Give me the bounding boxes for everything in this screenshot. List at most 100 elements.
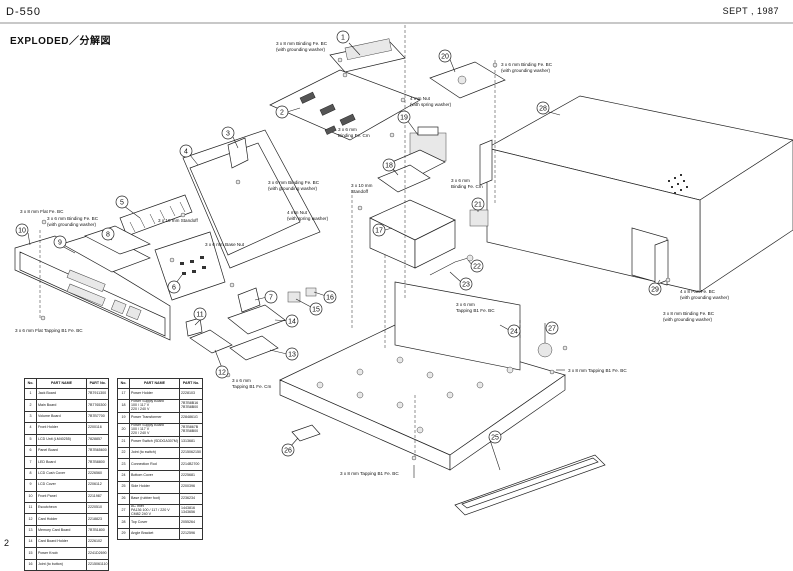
svg-text:5: 5 — [120, 200, 124, 207]
svg-text:8: 8 — [106, 232, 110, 239]
ac-inlet-drawing — [537, 342, 553, 358]
row-part-no: 7B7765300 — [85, 399, 110, 412]
part-number-circle-17: 17 — [372, 223, 386, 237]
volume-board-drawing — [227, 137, 249, 169]
callout-binding-screw-1-note: (with grounding washer) — [276, 47, 325, 52]
row-no: 1 — [24, 387, 37, 401]
part-number-circle-24: 24 — [507, 324, 521, 338]
row-no: 25 — [117, 481, 130, 494]
svg-text:12: 12 — [218, 370, 226, 377]
part-number-circle-5: 5 — [115, 195, 129, 209]
row-part-name: Volume Board — [36, 410, 87, 424]
row-part-no: 7B7911300 — [85, 387, 110, 401]
svg-text:11: 11 — [196, 312, 203, 319]
card-board-holder-drawing — [227, 304, 286, 335]
card-holder-drawing — [189, 329, 233, 354]
part-number-circle-15: 15 — [309, 302, 323, 316]
callout-binding-cm-1: 3 x 6 mm — [338, 127, 357, 132]
callout-binding-screw-3: 3 x 6 mm Binding Fe. BC — [268, 180, 320, 185]
callout-binding-screw-4-note: (with grounding washer) — [47, 222, 96, 227]
row-no: 19 — [117, 411, 130, 425]
rubber-foot-drawing — [291, 424, 321, 442]
row-no: 3 — [24, 410, 37, 424]
row-part-no: 7B7B1800 — [85, 524, 110, 538]
table-header-row: No. PART NAME PART No. — [24, 378, 110, 389]
callout-pan-screw: 4 x 8 Pan Fe. BC — [680, 289, 716, 294]
row-part-no: 2226102 — [85, 536, 110, 549]
main-board-drawing — [269, 69, 421, 141]
power-supply-board-18-drawing — [377, 164, 431, 193]
row-part-name: Front Holder — [36, 422, 87, 435]
callout-tapping-bc-1-note: Tapping B1 Fe. BC — [456, 308, 495, 313]
row-part-name: Power Switch (SDDGA307M) — [129, 435, 180, 448]
row-part-no: 2206112 — [85, 479, 110, 492]
svg-text:24: 24 — [510, 329, 518, 336]
front-panel-drawing — [14, 235, 171, 341]
callout-flat-tapping: 3 x 6 mm Flat Tapping B1 Fe. BC — [15, 328, 83, 333]
top-cover-drawing — [479, 95, 793, 293]
callout-binding-screw-5: 3 x 8 mm Binding Fe. BC — [663, 311, 715, 316]
callout-nut-2: 4 mm Nut — [287, 210, 308, 215]
callout-standoff-2: 3 x 10 mm Standoff — [158, 218, 198, 223]
svg-text:15: 15 — [312, 307, 320, 314]
row-part-no: 2220510 — [85, 501, 110, 515]
svg-text:3: 3 — [226, 131, 230, 138]
row-part-name: Side Holder — [129, 481, 180, 494]
col-part-name: PART NAME — [129, 378, 180, 389]
callout-standoff-1-note: Standoff — [351, 189, 369, 194]
svg-text:9: 9 — [58, 240, 62, 247]
row-part-name: Main Board — [36, 399, 87, 412]
callout-binding-screw-4: 3 x 6 mm Binding Fe. BC — [47, 216, 99, 221]
col-no: No. — [117, 378, 130, 389]
part-number-circle-13: 13 — [285, 347, 299, 361]
svg-text:28: 28 — [539, 106, 547, 113]
part-number-circle-28: 28 — [536, 101, 550, 115]
row-part-name: Escutcheon — [36, 501, 87, 515]
callout-binding-screw-1: 3 x 8 mm Binding Fe. BC — [276, 41, 328, 46]
memory-card-board-drawing — [229, 335, 279, 361]
row-no: 12 — [24, 513, 37, 526]
row-part-no: 2215062150 — [179, 446, 203, 460]
row-part-name: LED Board — [36, 456, 87, 469]
led-board-drawing — [237, 287, 261, 313]
part-number-circle-22: 22 — [470, 259, 484, 273]
callout-tapping-cm: 3 x 6 mm — [232, 378, 251, 383]
row-part-no: 2236234 — [179, 492, 203, 505]
part-number-circle-23: 23 — [459, 277, 473, 291]
row-no: 9 — [24, 479, 37, 492]
row-part-name: Jack Board — [36, 387, 87, 401]
row-no: 18 — [117, 399, 130, 413]
part-number-circle-18: 18 — [382, 158, 396, 172]
svg-text:14: 14 — [288, 319, 296, 326]
row-part-no: 7828857 — [85, 433, 110, 446]
connection-rod-drawing — [429, 257, 469, 276]
row-part-name: Panel Board — [36, 444, 87, 458]
row-no: 2 — [24, 399, 37, 412]
row-part-no: 2241D2690 — [85, 547, 110, 560]
part-number-circle-19: 19 — [397, 110, 411, 124]
svg-text:29: 29 — [651, 287, 659, 294]
page-title: EXPLODED／分解図 — [10, 36, 112, 47]
svg-text:18: 18 — [385, 163, 393, 170]
callout-nut-1-note: (with spring washer) — [410, 102, 452, 107]
angle-bracket-drawing — [654, 239, 669, 286]
row-no: 11 — [24, 501, 37, 515]
row-part-no: 7B7B65600 — [85, 444, 110, 458]
power-knob-drawing — [287, 291, 301, 303]
col-no: No. — [24, 378, 37, 389]
